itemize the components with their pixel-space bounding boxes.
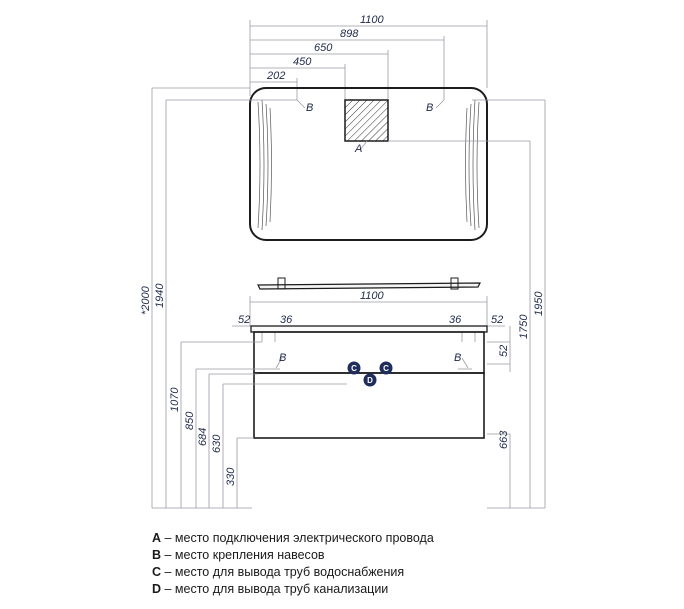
mirror-point-b-right: B <box>426 102 433 114</box>
dim-mirror-650: 650 <box>314 42 333 54</box>
marker-d <box>363 373 377 387</box>
dim-mirror-202: 202 <box>266 70 285 82</box>
dim-height-330: 330 <box>225 467 237 486</box>
mirror-left-light-strip <box>257 99 272 231</box>
dim-left-52: 52 <box>238 314 250 326</box>
cabinet-width-dimension: 1100 <box>249 290 488 326</box>
cabinet: B B <box>250 325 488 439</box>
cabinet-drawer <box>253 372 485 439</box>
legend-text-c: – место для вывода труб водоснабжения <box>161 565 405 579</box>
legend-item-a: A – место подключения электрического про… <box>152 530 434 547</box>
dim-height-1950: 1950 <box>533 291 545 316</box>
legend-item-c: C – место для вывода труб водоснабжения <box>152 564 434 581</box>
mirror-point-a: A <box>354 143 362 155</box>
right-height-dimensions: 1950 1750 52 663 <box>388 99 546 509</box>
dim-cabinet-width: 1100 <box>360 290 385 302</box>
marker-d-label: D <box>367 376 373 385</box>
legend-key-a: A <box>152 531 162 545</box>
mirror-top-dimensions: 1100 898 650 450 202 <box>249 14 488 100</box>
cabinet-side-dimensions: 52 36 36 52 <box>232 314 505 342</box>
marker-c-left-label: C <box>351 364 357 373</box>
marker-c-left <box>347 361 361 375</box>
dim-height-1070: 1070 <box>169 387 181 412</box>
marker-c-right-label: C <box>383 364 389 373</box>
shelf <box>257 277 481 290</box>
dim-mirror-450: 450 <box>293 56 312 68</box>
electrical-box <box>344 99 389 142</box>
legend: A – место подключения электрического про… <box>152 530 434 598</box>
dim-height-684: 684 <box>197 428 209 446</box>
dim-mirror-898: 898 <box>340 28 359 40</box>
dim-height-1940: 1940 <box>154 283 166 308</box>
legend-item-b: B – место крепления навесов <box>152 547 434 564</box>
legend-key-d: D <box>152 582 162 596</box>
dim-drawer-52: 52 <box>498 345 510 357</box>
dim-height-1750: 1750 <box>518 314 530 339</box>
left-height-dimensions: *2000 1940 1070 850 684 630 330 <box>140 87 347 509</box>
cabinet-point-b-right: B <box>454 352 461 364</box>
legend-text-b: – место крепления навесов <box>161 548 325 562</box>
cabinet-top <box>250 325 488 333</box>
legend-text-a: – место подключения электрического прово… <box>161 531 434 545</box>
legend-item-d: D – место для вывода труб канализации <box>152 581 434 598</box>
dim-right-36: 36 <box>449 314 462 326</box>
dim-height-663: 663 <box>498 430 510 449</box>
cabinet-upper-panel <box>253 331 485 374</box>
mirror-point-b-left: B <box>306 102 313 114</box>
legend-key-b: B <box>152 548 162 562</box>
pipe-markers: C C D <box>347 361 393 387</box>
dim-height-850: 850 <box>184 411 196 430</box>
legend-text-d: – место для вывода труб канализации <box>161 582 389 596</box>
dim-right-52: 52 <box>491 314 503 326</box>
dim-left-36: 36 <box>280 314 293 326</box>
marker-c-right <box>379 361 393 375</box>
technical-drawing: 1100 898 650 450 202 B B A <box>140 14 546 509</box>
dim-mirror-width: 1100 <box>360 14 385 26</box>
dim-height-630: 630 <box>211 434 223 453</box>
dim-height-2000: *2000 <box>140 285 152 315</box>
mirror-right-light-strip <box>465 99 480 231</box>
cabinet-point-b-left: B <box>279 352 286 364</box>
legend-key-c: C <box>152 565 162 579</box>
mirror: B B A <box>249 87 488 241</box>
